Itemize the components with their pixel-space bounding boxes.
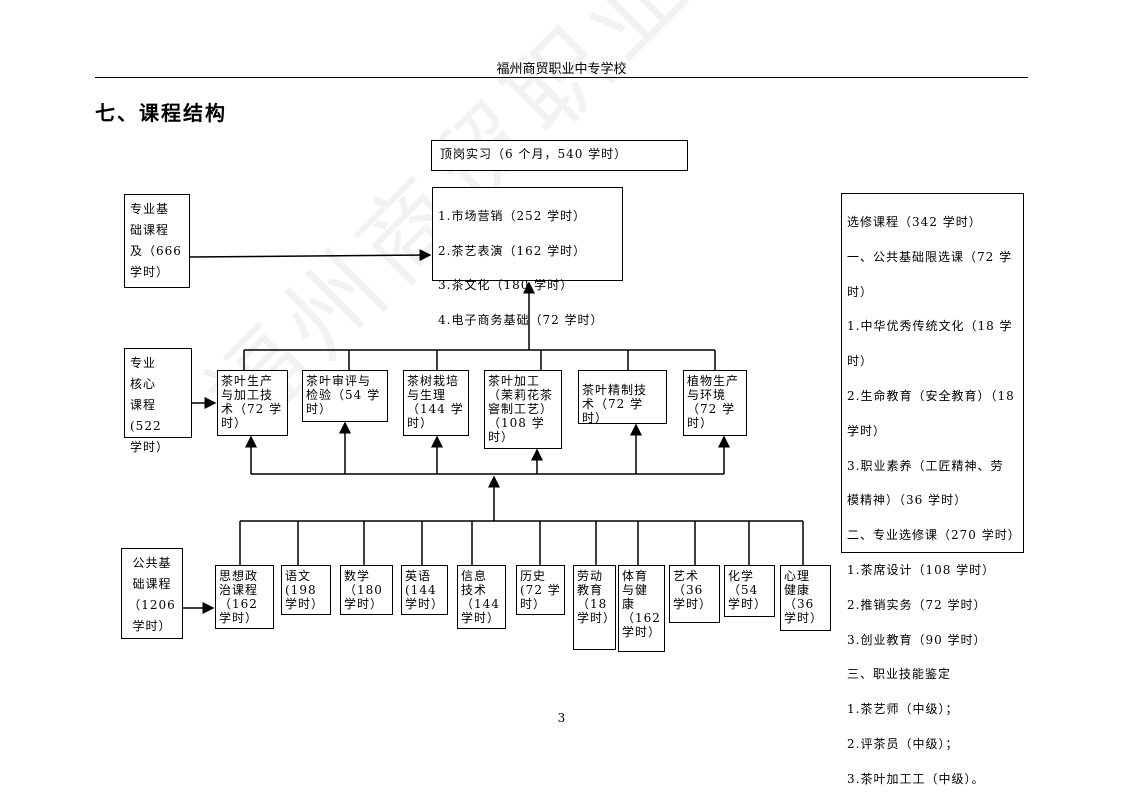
public-course-box: 体育 与健 康 （162 学时）	[618, 565, 665, 652]
course-item: 3.茶文化（180 学时）	[438, 278, 574, 292]
core-course-box: 茶叶精制技 术（72 学时）	[578, 370, 667, 425]
course-item: 2.茶艺表演（162 学时）	[438, 243, 587, 258]
public-course-box: 历史 (72 学 时）	[516, 565, 565, 615]
public-course-box: 艺术 （36 学时）	[669, 565, 720, 623]
elective-line: 3.职业素养（工匠精神、劳	[847, 458, 1004, 473]
public-course-box: 英语 (144 学时）	[401, 565, 448, 615]
major-courses-box: 1.市场营销（252 学时） 2.茶艺表演（162 学时） 3.茶文化（180 …	[432, 187, 623, 327]
public-course-box: 心理 健康 （36 学时）	[780, 565, 831, 631]
public-course-box: 语文 (198 学时）	[281, 565, 331, 615]
public-course-box: 劳动 教育 （18 学时）	[573, 565, 616, 650]
section-title: 七、课程结构	[95, 101, 227, 125]
foundation-box: 专业基 础课程 及（666 学时）	[124, 194, 190, 288]
core-course-box: 茶叶生产 与加工技 术（72 学 时）	[217, 370, 288, 436]
elective-line: 选修课程（342 学时）	[847, 215, 982, 229]
electives-box: 选修课程（342 学时） 一、公共基础限选课（72 学 时） 1.中华优秀传统文…	[841, 193, 1024, 786]
elective-line: 3.创业教育（90 学时）	[847, 632, 987, 647]
elective-line: 3.茶叶加工工（中级）。	[847, 771, 985, 786]
internship-box: 顶岗实习（6 个月，540 学时）	[431, 140, 688, 171]
elective-line: 1.茶艺师（中级）；	[847, 702, 959, 717]
page-number: 3	[557, 711, 566, 725]
core-course-box: 茶树栽培 与生理 （144 学 时）	[403, 370, 469, 436]
elective-line: 2.评茶员（中级）；	[847, 736, 959, 751]
elective-line: 1.中华优秀传统文化（18 学	[847, 319, 1013, 334]
page-header: 福州商贸职业中专学校	[496, 62, 627, 77]
elective-line: 二、专业选修课（270 学时）	[847, 528, 1021, 543]
core-course-box: 茶叶加工 （茉莉花茶 窨制工艺） （108 学 时）	[484, 370, 562, 449]
core-course-box: 植物生产 与环境 （72 学 时）	[683, 370, 747, 436]
elective-line: 1.茶席设计（108 学时）	[847, 562, 996, 577]
public-course-box: 化学 （54 学时）	[724, 565, 775, 617]
elective-line: 三、职业技能鉴定	[847, 667, 952, 682]
public-course-box: 信息 技术 （144 学时）	[457, 565, 506, 629]
elective-line: 一、公共基础限选课（72 学	[847, 249, 1013, 264]
elective-line: 模精神）（36 学时）	[847, 493, 968, 508]
public-label-box: 公共基 础课程 （1206 学时）	[121, 548, 183, 639]
elective-line: 时）	[847, 354, 874, 369]
elective-line: 2.推销实务（72 学时）	[847, 597, 987, 612]
course-item: 1.市场营销（252 学时）	[438, 209, 587, 223]
elective-line: 2.生命教育（安全教育）（18	[847, 388, 1015, 403]
elective-line: 时）	[847, 284, 874, 299]
course-item: 4.电子商务基础（72 学时）	[438, 312, 604, 327]
core-label-box: 专业 核心 课程(522 学时）	[124, 348, 192, 454]
core-course-box: 茶叶审评与 检验（54 学 时）	[302, 370, 388, 422]
header-rule	[95, 77, 1028, 78]
elective-line: 学时）	[847, 423, 887, 438]
public-course-box: 思想政 治课程 （162 学时）	[215, 565, 274, 629]
public-course-box: 数学 （180 学时）	[340, 565, 393, 615]
